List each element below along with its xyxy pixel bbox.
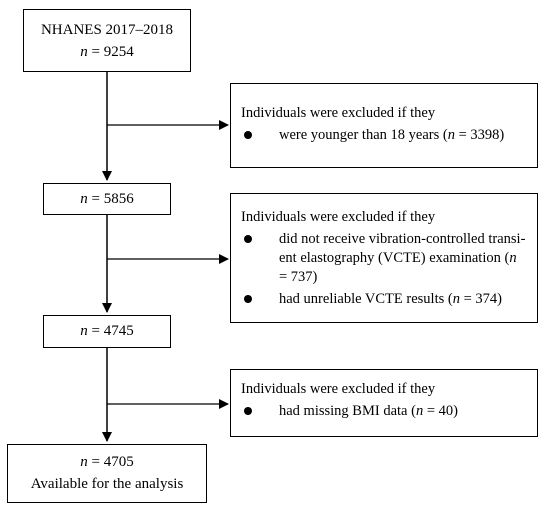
final-label: Available for the analysis	[30, 476, 184, 492]
exclusion-box-1: Individuals were excluded if they were y…	[230, 83, 538, 168]
start-count: n = 9254	[80, 44, 134, 60]
exclusion-2-list: did not receive vibration-controlled tra…	[241, 230, 527, 309]
final-count: n = 4705	[80, 454, 134, 470]
exclusion-3-item: had missing BMI data (n = 40)	[241, 402, 527, 421]
exclusion-2-item: did not receive vibration-controlled tra…	[241, 230, 527, 287]
exclusion-1-item: were younger than 18 years (n = 3398)	[241, 126, 527, 145]
bullet-icon	[244, 295, 252, 303]
step2-count: n = 4745	[80, 323, 134, 339]
exclusion-1-list: were younger than 18 years (n = 3398)	[241, 126, 527, 145]
exclusion-box-3: Individuals were excluded if they had mi…	[230, 369, 538, 437]
exclusion-box-2: Individuals were excluded if they did no…	[230, 193, 538, 323]
start-box: NHANES 2017–2018 n = 9254	[23, 9, 191, 72]
start-title: NHANES 2017–2018	[40, 22, 174, 38]
exclusion-3-list: had missing BMI data (n = 40)	[241, 402, 527, 421]
step2-box: n = 4745	[43, 315, 171, 348]
bullet-icon	[244, 407, 252, 415]
bullet-icon	[244, 131, 252, 139]
exclusion-3-heading: Individuals were excluded if they	[241, 381, 436, 397]
step1-count: n = 5856	[80, 191, 134, 207]
exclusion-1-heading: Individuals were excluded if they	[241, 105, 436, 121]
exclusion-2-item: had unreliable VCTE results (n = 374)	[241, 290, 527, 309]
bullet-icon	[244, 235, 252, 243]
final-box: n = 4705 Available for the analysis	[7, 444, 207, 503]
step1-box: n = 5856	[43, 183, 171, 215]
exclusion-2-heading: Individuals were excluded if they	[241, 209, 436, 225]
